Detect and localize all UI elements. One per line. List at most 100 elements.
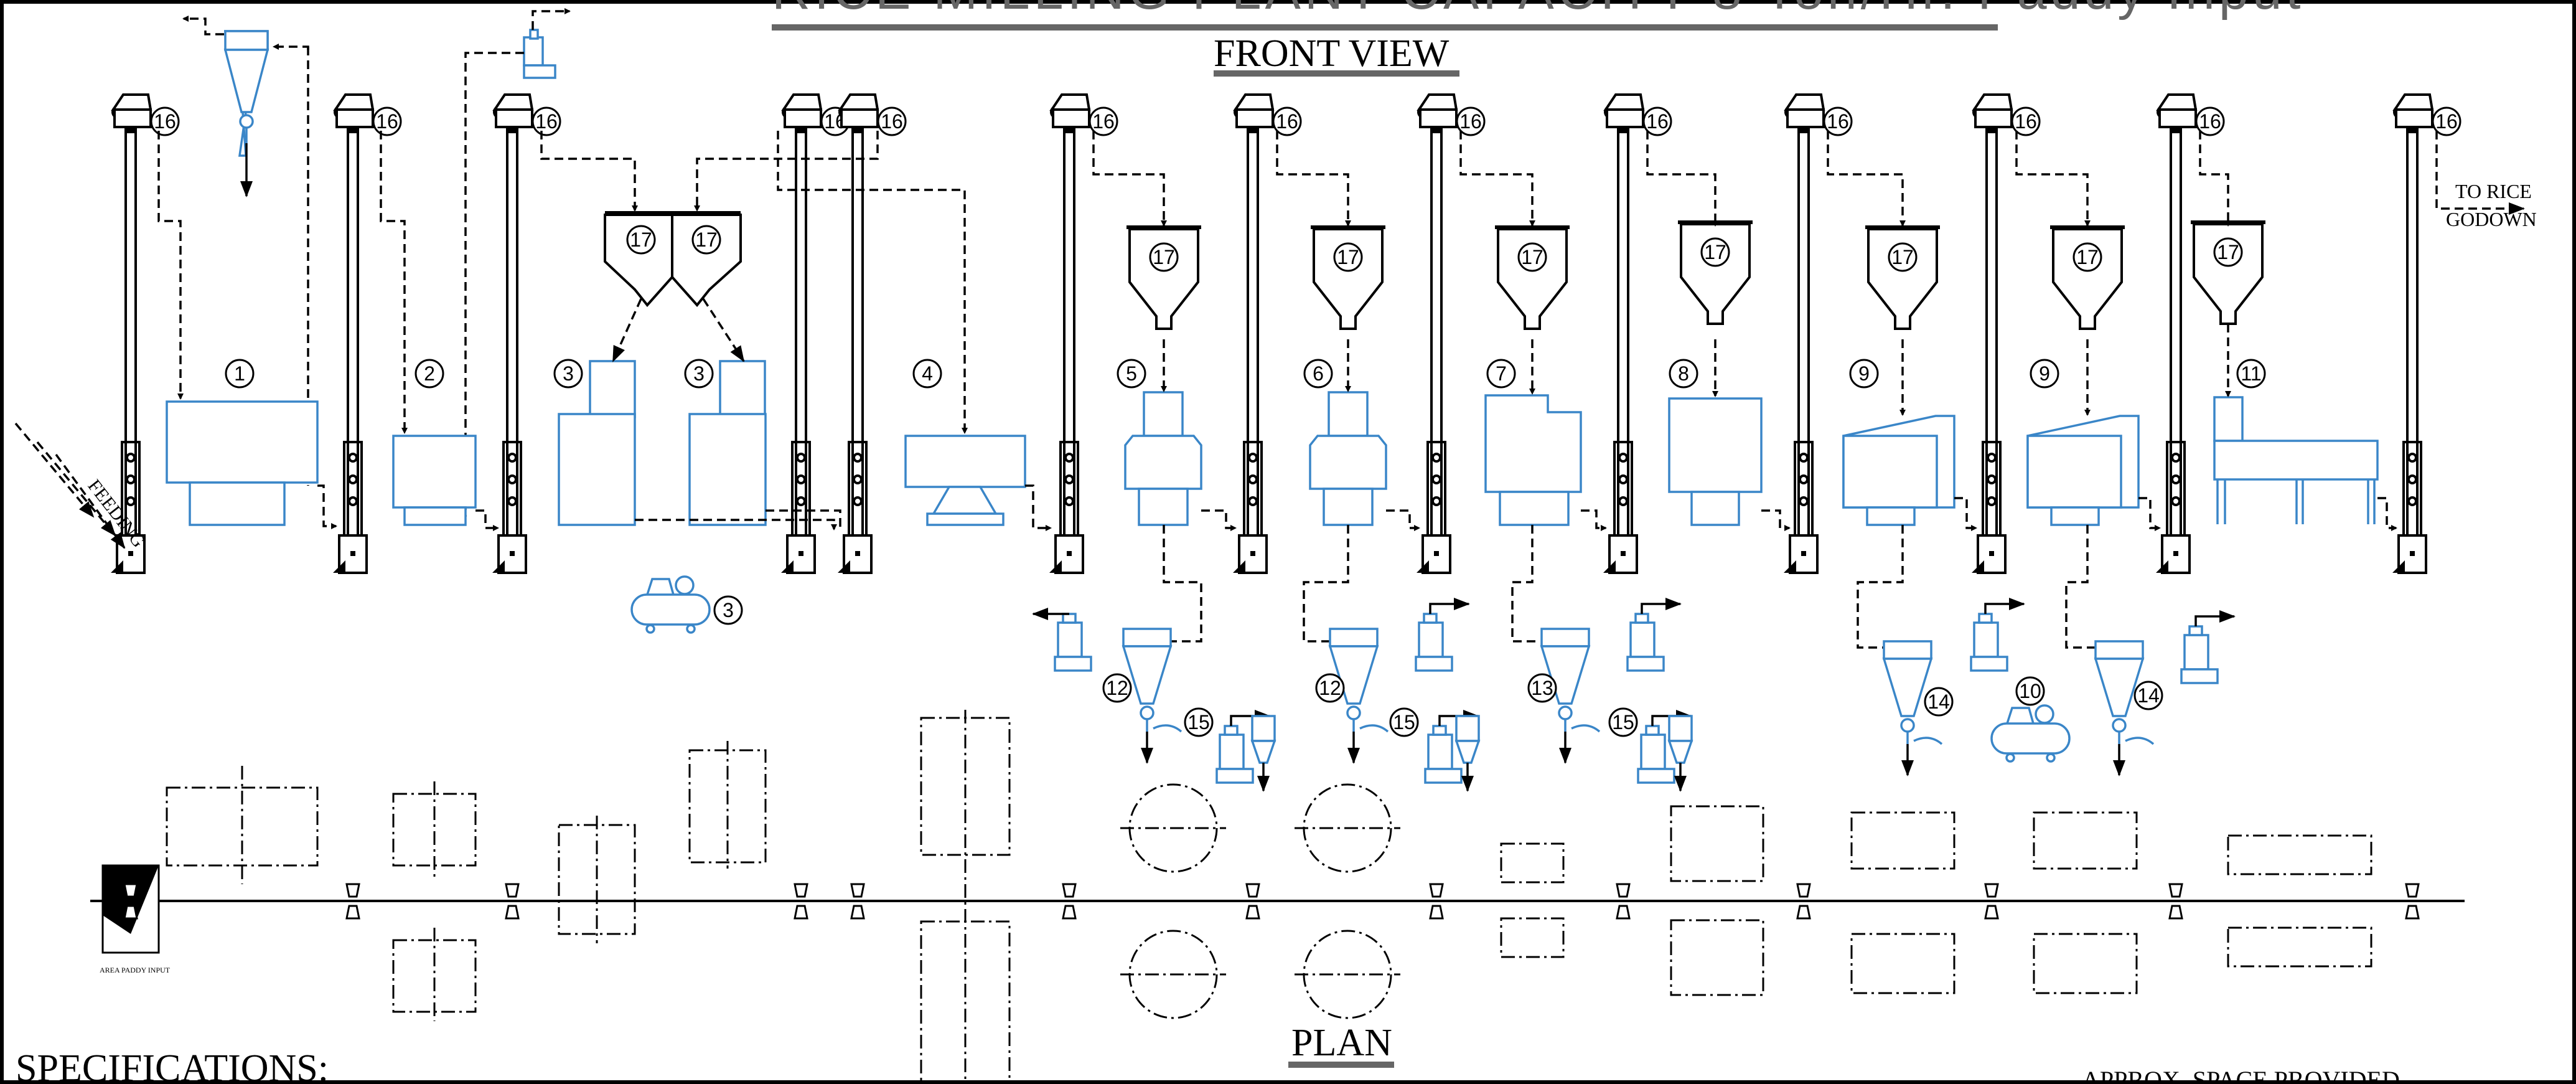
elevator-13: 16 <box>2392 93 2461 574</box>
plan-elevator-pit-4 <box>794 883 808 920</box>
machine-number: 8 <box>1678 362 1689 385</box>
elevator-callout: 16 <box>1642 106 1672 136</box>
hopper-number: 17 <box>630 229 652 251</box>
whitener-2 <box>1309 391 1387 526</box>
plan-elevator-pit-6 <box>1062 883 1077 920</box>
machine-callout-m5: 5 <box>1117 359 1146 389</box>
machine-callout-m14a: 14 <box>1924 687 1954 717</box>
machine-number: 15 <box>1187 711 1210 733</box>
plan-elevator-pit-8 <box>1429 883 1444 920</box>
cyclone-14b <box>2094 640 2155 776</box>
elevator-number: 16 <box>1276 110 1298 133</box>
elevator-callout: 16 <box>877 106 907 136</box>
machine-callout-m12b: 12 <box>1315 673 1345 703</box>
plan-elevator-pit-3 <box>505 883 520 920</box>
machine-callout-m10: 10 <box>2015 676 2045 706</box>
elevator-1: 16 <box>111 93 180 574</box>
machine-callout-m1: 1 <box>225 359 255 389</box>
machine-callout-m14b: 14 <box>2133 681 2163 710</box>
elevator-callout: 16 <box>1089 106 1118 136</box>
elevator-number: 16 <box>1646 110 1669 133</box>
machine-number: 3 <box>693 362 705 385</box>
machine-callout-m15c: 15 <box>1608 707 1638 737</box>
plan-view: AREA PADDY INPUT <box>90 710 2465 1084</box>
specifications-heading: SPECIFICATIONS: <box>16 1047 329 1084</box>
to-rice-label: TO RICE <box>2455 180 2532 202</box>
machine-number: 4 <box>922 362 933 385</box>
elevator-7: 16 <box>1233 93 1302 574</box>
machine-number: 6 <box>1313 362 1324 385</box>
machine-callout-m7: 7 <box>1486 359 1516 389</box>
hopper-number: 17 <box>1891 246 1914 268</box>
elevator-12: 16 <box>2156 93 2225 574</box>
elevator-number: 16 <box>1092 110 1115 133</box>
elevator-2: 16 <box>333 93 402 574</box>
hopper-3: 17 <box>1495 225 1570 330</box>
machine-number: 11 <box>2241 362 2261 385</box>
elevator-number: 16 <box>535 110 558 133</box>
machine-callout-m13: 13 <box>1527 673 1557 703</box>
hopper-number: 17 <box>1153 246 1175 268</box>
fan-2 <box>1415 598 1470 672</box>
plan-elevator-pit-11 <box>1984 883 1999 920</box>
machine-callout-m3b: 3 <box>684 359 714 389</box>
machine-number: 10 <box>2019 680 2041 702</box>
elevator-callout: 16 <box>1272 106 1302 136</box>
elevator-number: 16 <box>881 110 903 133</box>
plan-intake-symbol: AREA PADDY INPUT <box>100 864 171 974</box>
space-provided-label: APPROX. SPACE PROVIDED <box>2082 1066 2400 1084</box>
cyclone-13 <box>1540 628 1601 764</box>
machines-front <box>166 360 2379 763</box>
elevator-callout: 16 <box>532 106 561 136</box>
small-cyclone-3 <box>1667 715 1693 792</box>
elevator-callout: 16 <box>150 106 180 136</box>
machine-callout-m3c: 3 <box>713 595 743 625</box>
machine-callout-m9a: 9 <box>1849 359 1879 389</box>
hopper-4: 17 <box>1678 220 1753 325</box>
machine-number: 14 <box>2137 684 2160 707</box>
elevator-number: 16 <box>2435 110 2458 133</box>
small-cyclone-1 <box>1250 715 1276 792</box>
elevator-callout: 16 <box>1456 106 1486 136</box>
machine-number: 12 <box>1319 677 1341 699</box>
machine-number: 2 <box>424 362 435 385</box>
plan-elevator-pit-12 <box>2168 883 2183 920</box>
machine-number: 9 <box>2039 362 2050 385</box>
elevator-callout: 16 <box>2011 106 2041 136</box>
destoner <box>392 435 477 509</box>
plan-elevator-pit-5 <box>850 883 865 920</box>
godown-label: GODOWN <box>2446 208 2537 230</box>
cyclone-12b <box>1328 628 1389 764</box>
fan-6 <box>1215 710 1271 784</box>
husker-1 <box>589 360 636 418</box>
small-cyclone-2 <box>1454 715 1481 792</box>
machine-number: 3 <box>723 599 734 621</box>
elevator-number: 16 <box>2199 110 2221 133</box>
hopper-number: 17 <box>2076 246 2099 268</box>
fan-3 <box>1626 598 1682 672</box>
elevator-number: 16 <box>154 110 176 133</box>
elevator-number: 16 <box>1827 110 1849 133</box>
machine-number: 12 <box>1106 677 1128 699</box>
machine-callout-m8: 8 <box>1669 359 1698 389</box>
cyclone-14a <box>1882 640 1943 776</box>
machine-number: 5 <box>1126 362 1137 385</box>
hopper-1: 17 <box>1126 225 1201 330</box>
machine-callout-m3a: 3 <box>553 359 583 389</box>
plan-elevator-pit-2 <box>345 883 360 920</box>
machine-number: 3 <box>563 362 574 385</box>
silky-polisher <box>1668 397 1763 526</box>
elevator-8: 16 <box>1417 93 1486 574</box>
hopper-7: 17 <box>2191 220 2265 325</box>
elevator-callout: 16 <box>1823 106 1853 136</box>
cyclone-12a <box>1122 628 1183 764</box>
plan-elevator-pit-1 <box>123 883 138 920</box>
plan-intake-label: AREA PADDY INPUT <box>100 966 171 974</box>
machine-number: 15 <box>1393 711 1415 733</box>
fan-1 <box>1032 608 1092 672</box>
feed-lines <box>157 131 2525 649</box>
elevator-number: 16 <box>1459 110 1482 133</box>
machine-number: 13 <box>1531 677 1553 699</box>
